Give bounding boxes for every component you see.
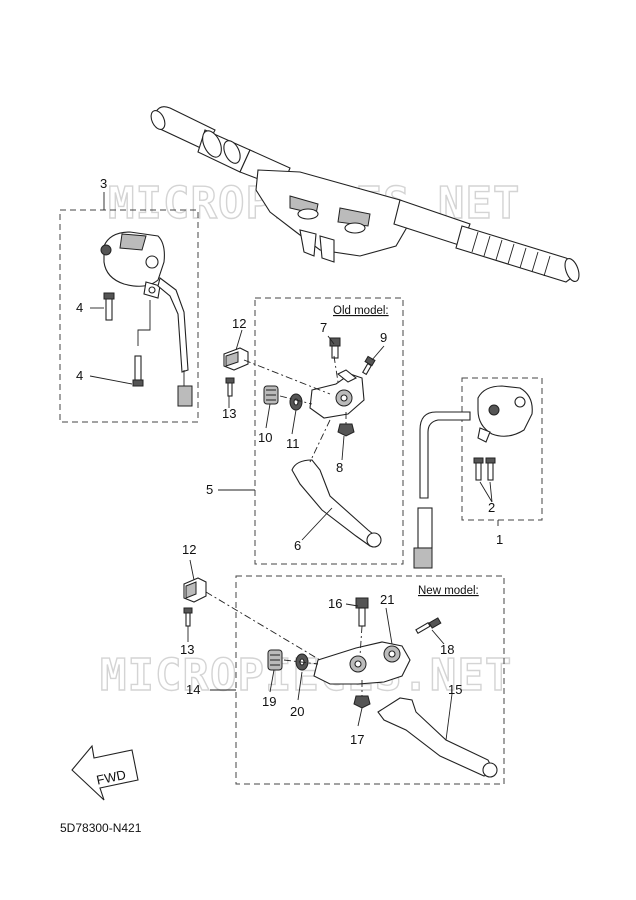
left-switch-illustration bbox=[100, 231, 193, 407]
old-model-caption: Old model: bbox=[333, 305, 389, 317]
callout-4-upper: 4 bbox=[76, 300, 83, 315]
group-3-boundary bbox=[59, 209, 199, 423]
handlebar-illustration bbox=[150, 106, 580, 283]
new-lever-illustration bbox=[183, 577, 498, 778]
callouts: 3 4 4 5 6 7 8 9 10 11 12 13 2 1 12 13 14… bbox=[76, 176, 503, 747]
fwd-label: FWD bbox=[95, 767, 127, 788]
callout-20: 20 bbox=[290, 704, 304, 719]
group-14-boundary bbox=[235, 575, 505, 785]
screw-4-lower bbox=[132, 355, 144, 387]
callout-15: 15 bbox=[448, 682, 462, 697]
callout-13-upper: 13 bbox=[222, 406, 236, 421]
callout-8: 8 bbox=[336, 460, 343, 475]
callout-6: 6 bbox=[294, 538, 301, 553]
callout-10: 10 bbox=[258, 430, 272, 445]
callout-21: 21 bbox=[380, 592, 394, 607]
callout-1: 1 bbox=[496, 532, 503, 547]
group-5-boundary bbox=[254, 297, 404, 565]
callout-12-upper: 12 bbox=[232, 316, 246, 331]
callout-14: 14 bbox=[186, 682, 200, 697]
callout-4-lower: 4 bbox=[76, 368, 83, 383]
callout-9: 9 bbox=[380, 330, 387, 345]
callout-12-lower: 12 bbox=[182, 542, 196, 557]
callout-18: 18 bbox=[440, 642, 454, 657]
old-lever-illustration bbox=[223, 337, 382, 548]
callout-2: 2 bbox=[488, 500, 495, 515]
leader-lines bbox=[89, 192, 499, 741]
callout-5: 5 bbox=[206, 482, 213, 497]
callout-17: 17 bbox=[350, 732, 364, 747]
callout-3: 3 bbox=[100, 176, 107, 191]
callout-7: 7 bbox=[320, 320, 327, 335]
callout-19: 19 bbox=[262, 694, 276, 709]
callout-11: 11 bbox=[286, 436, 300, 451]
right-switch-illustration bbox=[413, 385, 533, 569]
screw-4-upper bbox=[103, 292, 115, 321]
drawing-code: 5D78300-N421 bbox=[60, 821, 142, 835]
fwd-arrow-icon: FWD bbox=[71, 744, 139, 801]
callout-13-lower: 13 bbox=[180, 642, 194, 657]
new-model-caption: New model: bbox=[418, 585, 479, 597]
callout-16: 16 bbox=[328, 596, 342, 611]
group-1-boundary bbox=[461, 377, 543, 521]
